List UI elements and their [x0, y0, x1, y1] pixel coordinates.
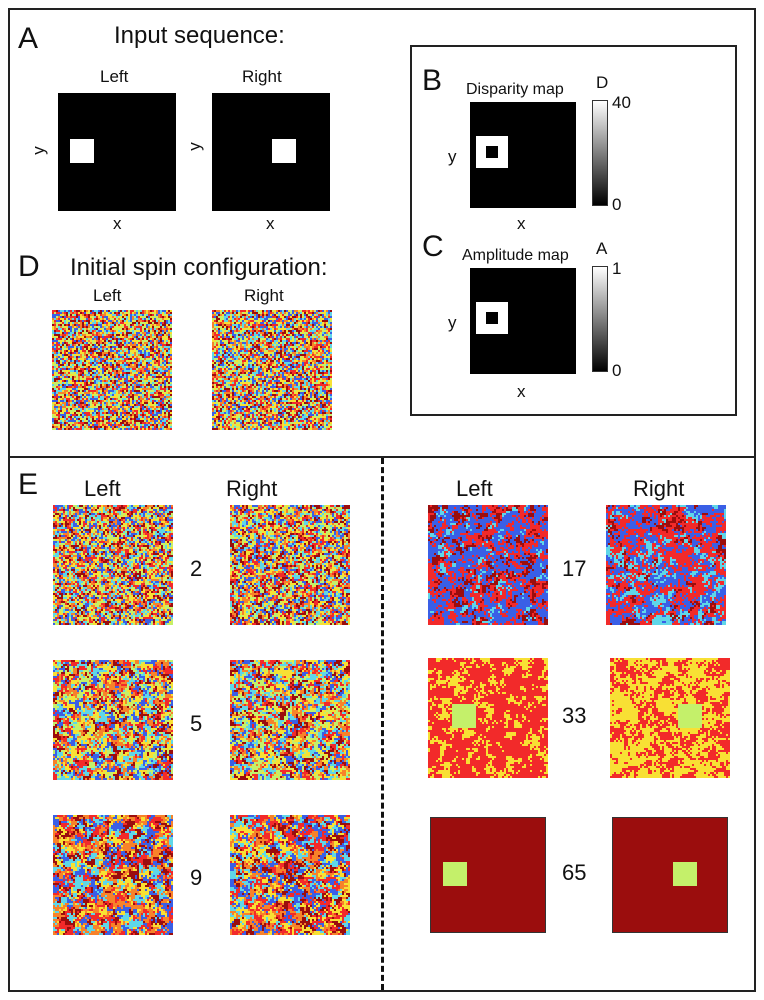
initial-spin-left-map — [52, 310, 172, 430]
e-right-col-left-label: Left — [456, 476, 493, 501]
panel-a-title: Input sequence: — [114, 22, 285, 49]
step-65-right-map — [612, 817, 728, 933]
step-65-left-square — [443, 862, 467, 886]
amplitude-ring — [476, 302, 508, 334]
panel-d-title: Initial spin configuration: — [70, 254, 328, 281]
amplitude-map — [470, 268, 576, 374]
step-33-label: 33 — [562, 703, 587, 728]
amplitude-y-label: y — [448, 313, 457, 332]
panel-b-letter: B — [422, 64, 443, 97]
step-17-right-map — [606, 505, 726, 625]
step-9-label: 9 — [190, 865, 203, 890]
e-right-col-right-label: Right — [633, 476, 685, 501]
e-left-col-left-label: Left — [84, 476, 121, 501]
step-33-right-map — [610, 658, 730, 778]
amplitude-colorbar-min: 0 — [612, 361, 622, 380]
amplitude-colorbar-max: 1 — [612, 259, 622, 278]
step-2-label: 2 — [190, 556, 203, 581]
input-right-image — [212, 93, 330, 211]
step-2-left-map — [53, 505, 173, 625]
amplitude-x-label: x — [517, 382, 526, 401]
panel-e-letter: E — [18, 468, 39, 501]
step-17-label: 17 — [562, 556, 587, 581]
initial-spin-right-map — [212, 310, 332, 430]
panel-a-letter: A — [18, 22, 39, 55]
disparity-ring-hole — [486, 146, 498, 158]
disparity-map — [470, 102, 576, 208]
step-9-left-map — [53, 815, 173, 935]
disparity-colorbar-symbol: D — [596, 73, 609, 92]
input-left-image — [58, 93, 176, 211]
input-right-square — [272, 139, 296, 163]
panel-c-title: Amplitude map — [462, 247, 569, 264]
amplitude-colorbar-symbol: A — [596, 239, 608, 258]
step-2-right-map — [230, 505, 350, 625]
panel-d-letter: D — [18, 250, 40, 283]
input-right-y-label: y — [184, 142, 204, 151]
bc-panel-frame — [410, 45, 737, 416]
step-5-label: 5 — [190, 711, 203, 736]
input-left-label: Left — [100, 67, 129, 86]
initial-left-label: Left — [93, 286, 122, 305]
panel-c-letter: C — [422, 230, 444, 263]
disparity-x-label: x — [517, 214, 526, 233]
input-left-square — [70, 139, 94, 163]
step-5-right-map — [230, 660, 350, 780]
disparity-colorbar — [592, 100, 608, 206]
amplitude-ring-hole — [486, 312, 498, 324]
step-65-label: 65 — [562, 860, 587, 885]
bottom-panel-frame — [8, 456, 756, 992]
initial-right-label: Right — [244, 286, 284, 305]
disparity-colorbar-min: 0 — [612, 195, 622, 214]
step-65-left-map — [430, 817, 546, 933]
panel-b-title: Disparity map — [466, 81, 564, 98]
e-left-col-right-label: Right — [226, 476, 278, 501]
input-right-x-label: x — [266, 214, 275, 233]
step-17-left-map — [428, 505, 548, 625]
step-5-left-map — [53, 660, 173, 780]
disparity-y-label: y — [448, 147, 457, 166]
input-right-label: Right — [242, 67, 282, 86]
input-left-x-label: x — [113, 214, 122, 233]
disparity-colorbar-max: 40 — [612, 93, 631, 112]
step-65-right-square — [673, 862, 697, 886]
column-divider — [381, 458, 384, 990]
input-left-y-label: y — [28, 146, 48, 155]
disparity-ring — [476, 136, 508, 168]
amplitude-colorbar — [592, 266, 608, 372]
step-9-right-map — [230, 815, 350, 935]
step-33-left-map — [428, 658, 548, 778]
